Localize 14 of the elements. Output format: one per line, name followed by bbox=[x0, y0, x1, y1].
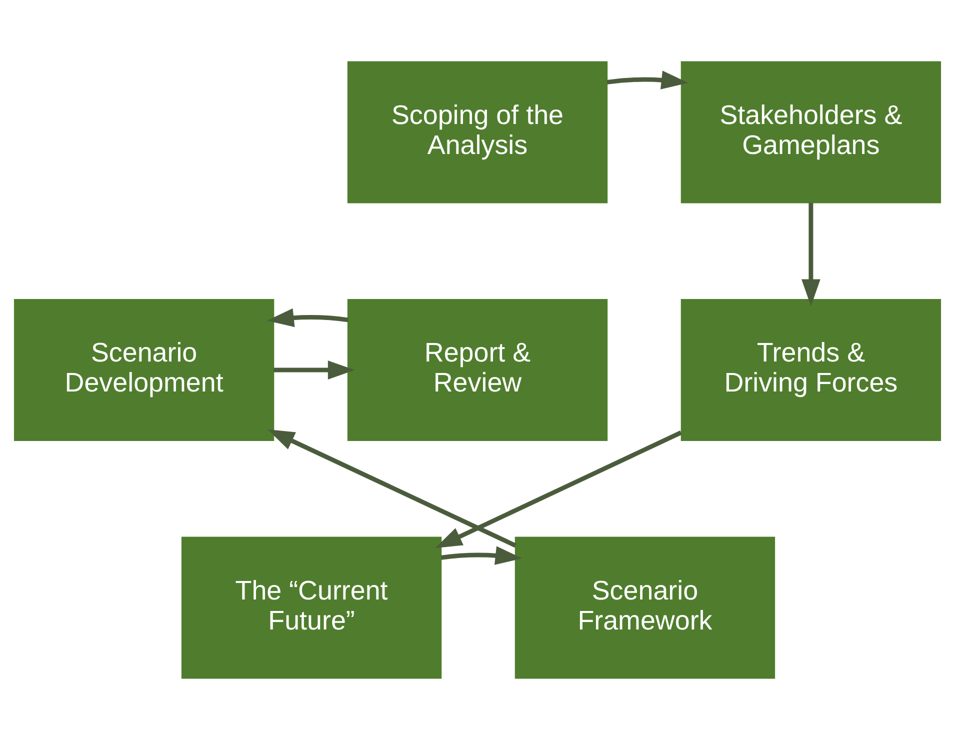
node-box: Scenario Framework bbox=[514, 536, 776, 678]
arrow bbox=[268, 428, 516, 548]
arrow bbox=[266, 308, 348, 327]
arrow bbox=[802, 202, 820, 306]
node-box: Stakeholders & Gameplans bbox=[680, 60, 942, 203]
node-box: Scenario Development bbox=[14, 298, 274, 441]
node-box: Scoping of the Analysis bbox=[347, 60, 608, 203]
node-box: Trends & Driving Forces bbox=[680, 298, 942, 441]
arrow bbox=[435, 430, 682, 548]
arrow bbox=[440, 546, 522, 564]
arrow bbox=[606, 70, 688, 89]
arrow bbox=[274, 360, 355, 379]
node-box: Report & Review bbox=[347, 298, 608, 441]
node-box: The “Current Future” bbox=[181, 536, 442, 678]
